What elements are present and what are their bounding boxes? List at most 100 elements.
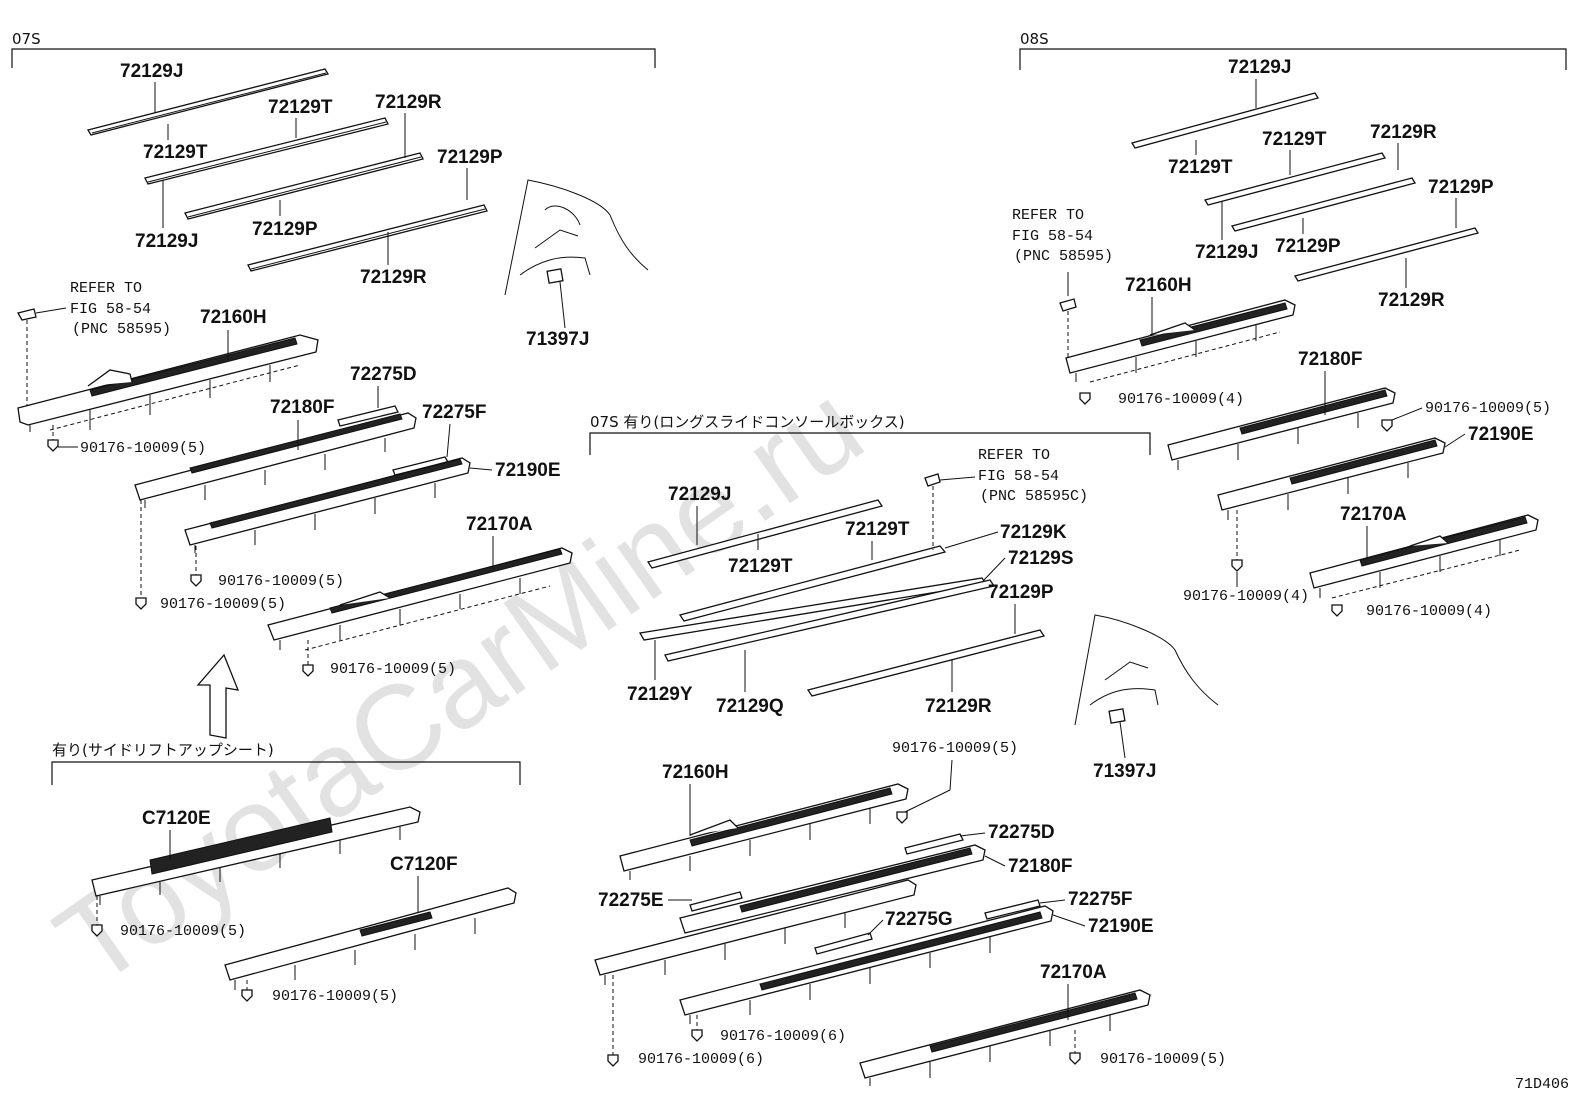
inset-71397J-2: 71397J	[1074, 614, 1219, 782]
refer-note-1: REFER TO FIG 58-54 (PNC 58595)	[17, 280, 171, 410]
bolt-icon	[1079, 392, 1091, 405]
label-72129T-r2: 72129T	[1262, 129, 1327, 150]
rail-72129R-c	[806, 629, 1046, 697]
section-08s: 08S	[1020, 30, 1049, 48]
label-bolt-r2: 90176-10009(5)	[1425, 400, 1551, 417]
label-72129T-r: 72129T	[1168, 157, 1233, 178]
bolt-icon	[691, 1029, 703, 1042]
label-72129Y: 72129Y	[627, 684, 693, 705]
part-72275D	[337, 405, 399, 427]
svg-text:FIG 58-54: FIG 58-54	[70, 301, 151, 318]
label-72275F: 72275F	[422, 402, 486, 423]
track-72170A-c: 72170A	[859, 962, 1151, 1086]
label-72129K: 72129K	[1000, 522, 1067, 543]
label-bolt-c1: 90176-10009(5)	[892, 740, 1018, 757]
track-72170A: 72170A	[267, 514, 573, 651]
bolt-icon	[190, 574, 202, 587]
label-bolt-1: 90176-10009(5)	[80, 440, 206, 457]
label-72129J-2: 72129J	[135, 231, 198, 252]
bolt-icon	[896, 811, 908, 824]
rail-72129K	[678, 545, 947, 622]
label-bolt-r4: 90176-10009(4)	[1366, 603, 1492, 620]
label-72190E-r: 72190E	[1468, 424, 1534, 445]
track-72180F: 72180F	[134, 397, 417, 508]
bolt-icon	[607, 1054, 619, 1067]
track-72190E-r: 72190E	[1217, 424, 1534, 520]
label-bolt-c3: 90176-10009(6)	[638, 1051, 764, 1068]
label-72129J-c: 72129J	[668, 484, 731, 505]
label-72129J-r2: 72129J	[1195, 242, 1258, 263]
group-08s: 72129J 72129T 72129T 72129R 72129P 72129…	[1012, 57, 1551, 620]
section-07s-long-slide: 07S 有り(ロングスライドコンソールボックス)	[590, 413, 905, 431]
label-72129P: 72129P	[437, 147, 503, 168]
label-72129R-r2: 72129R	[1378, 290, 1445, 311]
label-72129Q: 72129Q	[716, 696, 784, 717]
refer-note-2: REFER TO FIG 58-54 (PNC 58595C)	[924, 447, 1088, 550]
label-72190E-c: 72190E	[1088, 916, 1154, 937]
label-C7120F: C7120F	[390, 854, 458, 875]
label-72275G: 72275G	[885, 909, 953, 930]
label-bolt-r3: 90176-10009(4)	[1183, 588, 1309, 605]
rail-72129Q	[664, 579, 996, 662]
diagram-code: 71D406	[1515, 1076, 1569, 1093]
bolt-icon	[1331, 604, 1343, 617]
arrow-icon	[196, 653, 240, 739]
group-07s-long-slide: 72129J 72129T 72129T 72129K 72129S 72129…	[594, 447, 1226, 1086]
section-side-lift: 有り(サイドリフトアップシート)	[52, 741, 274, 759]
bracket-side-lift: 有り(サイドリフトアップシート)	[51, 741, 521, 785]
label-72160H: 72160H	[200, 307, 267, 328]
section-07s: 07S	[12, 30, 41, 48]
label-72129P-r2: 72129P	[1275, 236, 1341, 257]
part-72275F-c	[984, 899, 1041, 920]
label-71397J: 71397J	[526, 329, 589, 350]
svg-text:FIG 58-54: FIG 58-54	[978, 468, 1059, 485]
label-72275D: 72275D	[350, 364, 417, 385]
part-72275G	[814, 932, 873, 955]
bolt-icon	[91, 924, 103, 937]
rail-72129T-r	[1203, 152, 1387, 206]
label-bolt-c2: 90176-10009(6)	[720, 1028, 846, 1045]
label-72170A: 72170A	[466, 514, 533, 535]
bolt-icon	[1381, 419, 1393, 432]
label-72160H-r: 72160H	[1125, 275, 1192, 296]
svg-text:(PNC 58595): (PNC 58595)	[72, 321, 171, 338]
label-72129R-2: 72129R	[360, 267, 427, 288]
bolt-icon	[302, 664, 314, 677]
group-07s: 72129J 72129T 72129R 72129T 72129P 72129…	[17, 61, 649, 739]
bolt-icon	[135, 597, 147, 610]
bracket-08s: 08S	[1019, 30, 1567, 70]
label-bolt-3: 90176-10009(5)	[160, 596, 286, 613]
label-72129P-r: 72129P	[1428, 177, 1494, 198]
label-72275E: 72275E	[598, 890, 664, 911]
rail-72129J-c	[646, 499, 884, 569]
svg-text:REFER TO: REFER TO	[70, 280, 142, 297]
track-72190E: 72190E	[184, 457, 561, 553]
label-72129T-2: 72129T	[143, 142, 208, 163]
bolt-icon	[1231, 559, 1243, 572]
label-72180F-r: 72180F	[1298, 349, 1362, 370]
label-bolt-6: 90176-10009(5)	[272, 988, 398, 1005]
label-bolt-r1: 90176-10009(4)	[1118, 391, 1244, 408]
svg-text:REFER TO: REFER TO	[978, 447, 1050, 464]
group-side-lift: C7120E 90176-10009(5) C7120F 90176-10009…	[91, 806, 517, 1005]
label-72129R-r: 72129R	[1370, 122, 1437, 143]
label-72129P-2: 72129P	[252, 219, 318, 240]
track-72160H: 72160H	[17, 307, 319, 432]
track-72170A-r: 72170A	[1309, 504, 1539, 599]
label-72129T: 72129T	[268, 97, 333, 118]
label-bolt-4: 90176-10009(5)	[330, 661, 456, 678]
label-72275F-c: 72275F	[1068, 889, 1132, 910]
bolt-icon	[47, 439, 59, 452]
label-72275D-c: 72275D	[988, 822, 1055, 843]
label-72160H-c: 72160H	[662, 762, 729, 783]
label-72190E: 72190E	[495, 460, 561, 481]
svg-text:(PNC 58595): (PNC 58595)	[1014, 248, 1113, 265]
label-72129T-c2: 72129T	[845, 519, 910, 540]
bracket-07s: 07S	[11, 30, 656, 68]
rail-72129P-r	[1230, 177, 1417, 232]
svg-text:REFER TO: REFER TO	[1012, 207, 1084, 224]
label-bolt-5: 90176-10009(5)	[120, 923, 246, 940]
svg-text:FIG 58-54: FIG 58-54	[1012, 228, 1093, 245]
